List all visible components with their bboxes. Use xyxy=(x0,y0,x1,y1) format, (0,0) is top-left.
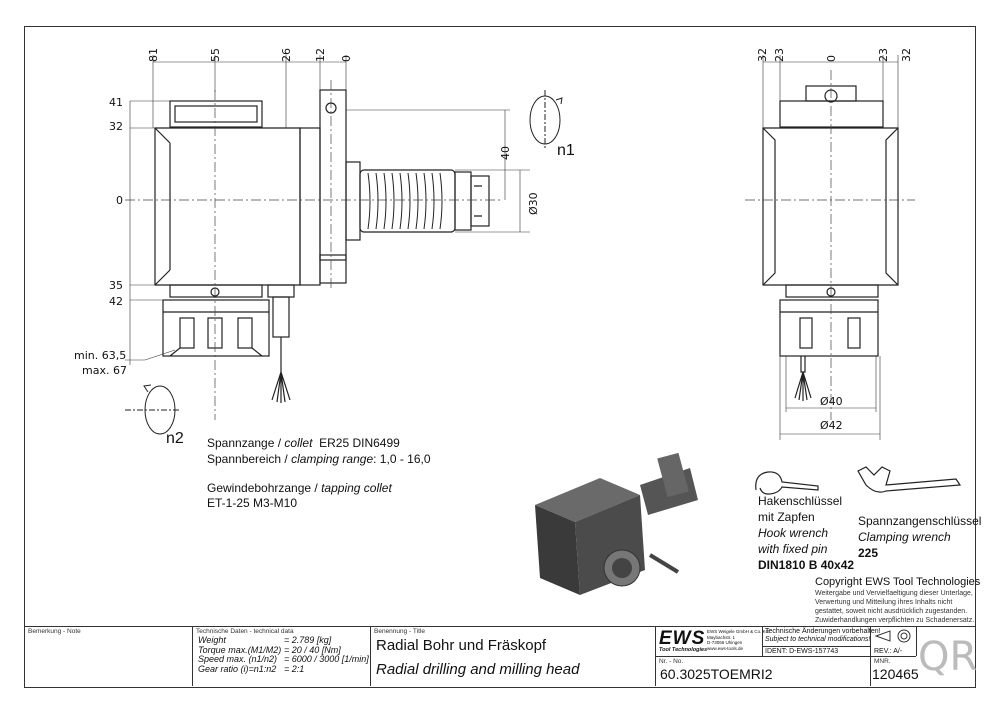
tb-div-4 xyxy=(762,626,763,656)
dim-35: 35 xyxy=(109,279,123,292)
tech-row: Speed max. (n1/n2) = 6000 / 3000 [1/min] xyxy=(198,654,369,665)
note-range: Spannbereich / clamping range: 1,0 - 16,… xyxy=(207,451,431,467)
qr-placeholder: QR xyxy=(918,634,978,680)
label-n2: n2 xyxy=(166,430,184,447)
clamp-wrench-en: Clamping wrench xyxy=(858,530,951,544)
tech-data-table: Weight = 2.789 [kg] Torque max.(M1/M2)= 2… xyxy=(198,635,369,675)
hook-wrench-en2: with fixed pin xyxy=(758,542,828,556)
part-number: 60.3025TOEMRI2 xyxy=(660,666,773,682)
dim-min-63: min. 63,5 xyxy=(74,349,127,362)
remark-label: Bemerkung - Note xyxy=(28,628,81,635)
note-range-val: : 1,0 - 16,0 xyxy=(373,452,431,466)
mnr-label: MNR. xyxy=(874,658,891,665)
ews-logo-sub: Tool Technologies xyxy=(659,647,708,653)
company-l2: Maybachstr. 1 xyxy=(707,634,736,640)
note-range-en: clamping range xyxy=(291,452,374,466)
mnr-number: 120465 xyxy=(872,666,919,682)
tb-div-1 xyxy=(192,626,193,686)
copyright-l2: Verwertung und Mitteilung ihres Inhalts … xyxy=(815,599,953,606)
hook-wrench-en1: Hook wrench xyxy=(758,526,829,540)
note-tap-de: Gewindebohrzange / xyxy=(207,481,318,495)
tech-row: Torque max.(M1/M2)= 20 / 40 [Nm] xyxy=(198,644,369,656)
sheet-border xyxy=(24,26,976,688)
copyright-l4: Zuwiderhandlungen verpflichten zu Schade… xyxy=(815,617,975,624)
ident: IDENT: D-EWS-157743 xyxy=(765,648,839,655)
tb-div-2 xyxy=(370,626,371,686)
tech-label: Technische Daten - technical data xyxy=(196,628,294,635)
dim-0-left: 0 xyxy=(116,194,123,207)
dim-max-67: max. 67 xyxy=(82,364,127,377)
dim-41: 41 xyxy=(109,96,123,109)
revision: REV.: A/- xyxy=(874,648,903,655)
tb-div-6 xyxy=(916,626,917,656)
tech-val: = 6000 / 3000 [1/min] xyxy=(284,654,369,664)
label-n1: n1 xyxy=(557,142,575,159)
copyright-l1: Weitergabe und Vervielfaeltigung dieser … xyxy=(815,590,973,597)
tech-key: Torque max.(M1/M2) xyxy=(198,644,282,655)
hook-wrench-de2: mit Zapfen xyxy=(758,510,815,524)
note-collet-de: Spannzange / xyxy=(207,436,282,450)
dim-d40: Ø40 xyxy=(820,395,843,408)
hook-wrench-spec: DIN1810 B 40x42 xyxy=(758,558,855,572)
company-l1: EWS Weigele GmbH & Co. KG xyxy=(707,629,770,634)
tech-val: = 2.789 [kg] xyxy=(284,635,332,645)
change-en: Subject to technical modifications! xyxy=(765,636,871,643)
note-tapping: Gewindebohrzange / tapping collet xyxy=(207,480,392,496)
company-l4: www.ews-tools.de xyxy=(707,645,744,651)
dim-32: 32 xyxy=(109,120,123,133)
tb-hline-2 xyxy=(762,646,870,647)
note-tap-spec: ET-1-25 M3-M10 xyxy=(207,496,298,510)
change-de: Technische Änderungen vorbehalten! xyxy=(765,628,881,635)
dim-42: 42 xyxy=(109,295,123,308)
note-collet: Spannzange / collet ER25 DIN6499 xyxy=(207,435,400,451)
hook-wrench-de1: Hakenschlüssel xyxy=(758,494,843,508)
copyright-title: Copyright EWS Tool Technologies xyxy=(815,576,981,588)
tech-val: = 2:1 xyxy=(284,663,305,674)
clamping-wrench-icon xyxy=(857,466,962,493)
clamp-wrench-spec: 225 xyxy=(858,546,879,560)
title-de: Radial Bohr und Fräskopf xyxy=(376,637,547,654)
title-en: Radial drilling and milling head xyxy=(376,661,580,678)
note-tap-en: tapping collet xyxy=(321,481,392,495)
no-label: Nr. - No. xyxy=(659,658,684,665)
copyright-l3: gestattet, soweit nicht ausdrücklich zug… xyxy=(815,608,968,615)
tech-row: Weight = 2.789 [kg] xyxy=(198,635,369,646)
tech-key: Weight xyxy=(198,635,226,645)
company-address: EWS Weigele GmbH & Co. KG Maybachstr. 1 … xyxy=(707,629,769,651)
clamp-wrench-de: Spannzangenschlüssel xyxy=(858,514,982,528)
titleblock-top-rule xyxy=(24,626,975,627)
note-collet-en: collet xyxy=(284,436,313,450)
ews-logo: EWS xyxy=(659,628,706,649)
projection-symbol-icon xyxy=(874,629,911,643)
hook-wrench-icon xyxy=(755,471,819,495)
tech-val: = 20 / 40 [Nm] xyxy=(284,644,341,655)
tb-hline-1 xyxy=(655,656,916,657)
tech-key: Speed max. (n1/n2) xyxy=(198,654,278,664)
tech-row: Gear ratio (i)=n1:n2 = 2:1 xyxy=(198,663,369,675)
tech-key: Gear ratio (i)=n1:n2 xyxy=(198,663,277,674)
company-l3: D-73066 Uhingen xyxy=(707,640,743,645)
dim-d42: Ø42 xyxy=(820,419,843,432)
note-collet-spec: ER25 DIN6499 xyxy=(319,436,400,450)
name-label: Benennung - Title xyxy=(374,628,425,635)
note-range-de: Spannbereich / xyxy=(207,452,288,466)
